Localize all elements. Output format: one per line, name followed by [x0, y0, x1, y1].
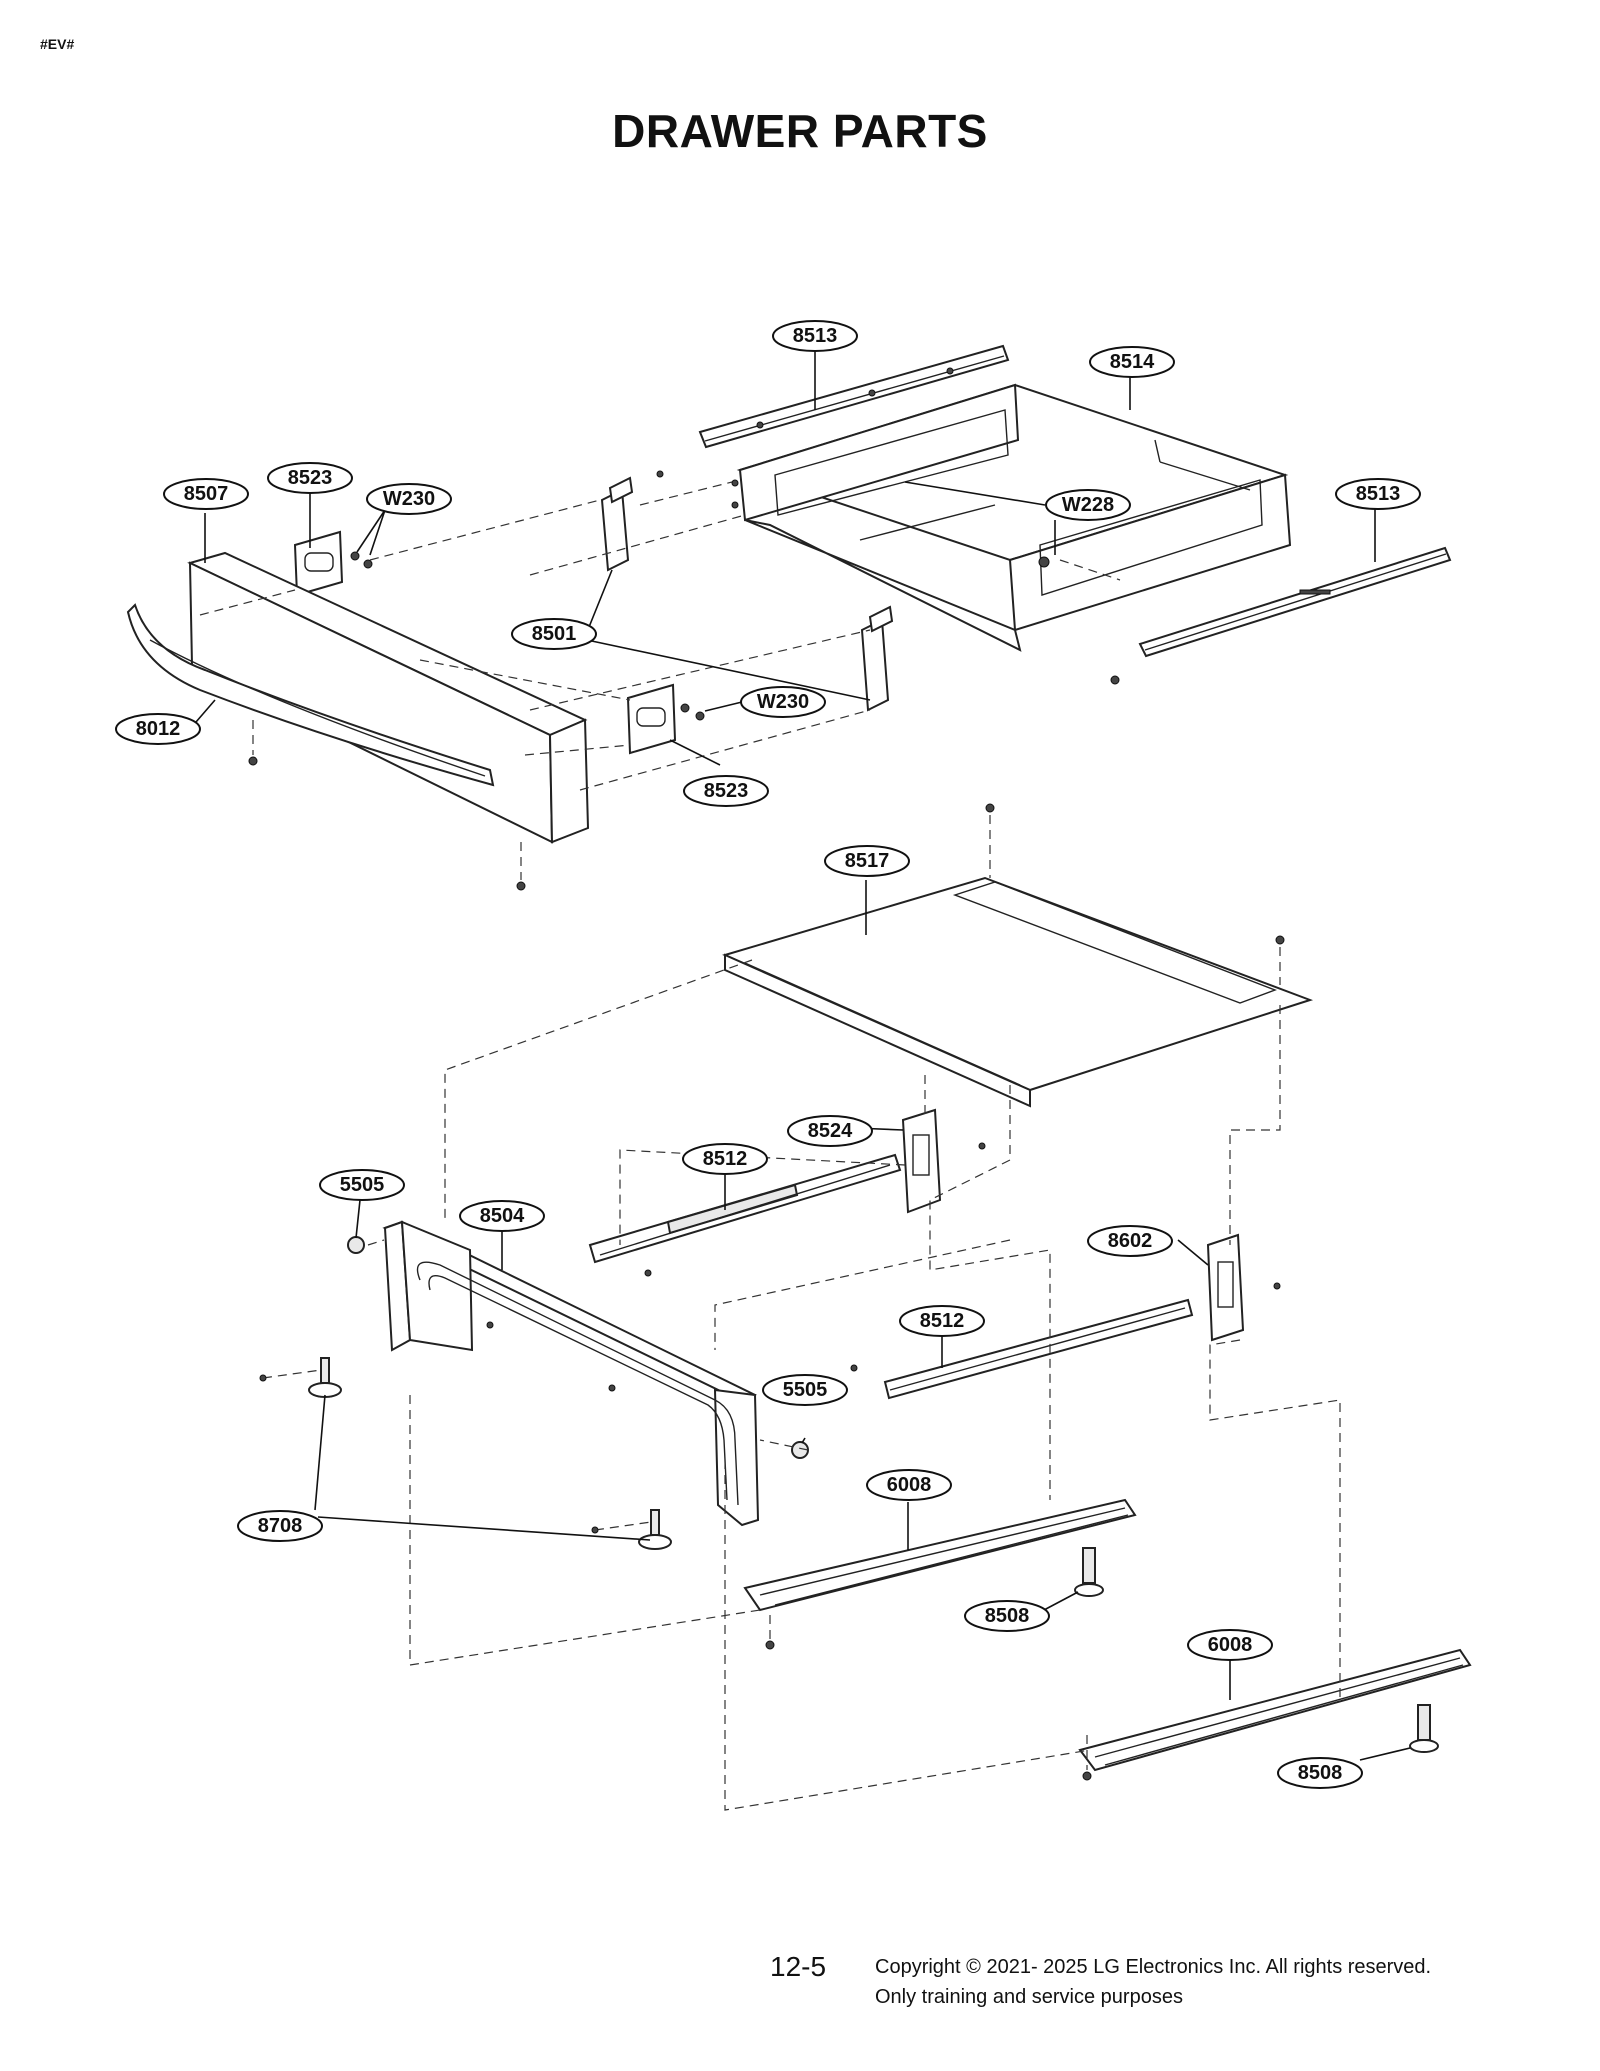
callout-w228: W228	[1045, 489, 1131, 521]
svg-text:W230: W230	[383, 488, 435, 510]
callout-8523-lower: 8523	[683, 775, 769, 807]
base-rail-lower-part	[1078, 1648, 1472, 1772]
right-slide-rail-part	[1138, 546, 1452, 658]
svg-text:8512: 8512	[920, 1310, 965, 1332]
leg-upper-part	[1074, 1547, 1104, 1597]
svg-text:8517: 8517	[845, 850, 890, 872]
callout-8504: 8504	[459, 1200, 545, 1232]
alignment-lines-upper	[199, 479, 1121, 880]
screw-bracket-left	[978, 1142, 986, 1150]
drawer-slide-right-part	[883, 1298, 1194, 1400]
drawer-bracket-upper-part	[600, 476, 634, 572]
svg-text:5505: 5505	[340, 1174, 385, 1196]
screw-tub-a	[656, 470, 664, 478]
screw-tub-b	[731, 479, 739, 487]
base-rail-upper-part	[743, 1498, 1137, 1612]
screw-cover-a	[985, 803, 995, 813]
callout-8517: 8517	[824, 845, 910, 877]
copyright-line-2: Only training and service purposes	[875, 1986, 1183, 2008]
callout-8513-top: 8513	[772, 320, 858, 352]
svg-text:8602: 8602	[1108, 1230, 1153, 1252]
screw-rail-upper	[765, 1640, 775, 1650]
screw-tub-right	[1110, 675, 1120, 685]
drawer-slide-left-part	[588, 1153, 902, 1264]
leader-lines	[195, 351, 1411, 1761]
callout-8512-lower: 8512	[899, 1305, 985, 1337]
copyright-line-1: Copyright © 2021- 2025 LG Electronics In…	[875, 1956, 1432, 1978]
screw-foot-right	[591, 1526, 599, 1534]
svg-text:8524: 8524	[808, 1120, 853, 1142]
screw-front-bottom	[516, 881, 526, 891]
callout-8501: 8501	[511, 618, 597, 650]
drawer-tub-part	[736, 383, 1292, 652]
screw-slide-left	[644, 1269, 652, 1277]
copyright-notice: Copyright © 2021- 2025 LG Electronics In…	[875, 1952, 1431, 2012]
svg-text:6008: 6008	[1208, 1634, 1253, 1656]
screw-frame-a	[486, 1321, 494, 1329]
svg-text:8504: 8504	[480, 1205, 525, 1227]
screw-rail-lower	[1082, 1771, 1092, 1781]
callout-8012: 8012	[115, 713, 201, 745]
slide-bracket-left-part	[901, 1108, 942, 1214]
callout-6008-upper: 6008	[866, 1469, 952, 1501]
svg-text:5505: 5505	[783, 1379, 828, 1401]
bushing-left-part	[347, 1236, 365, 1254]
svg-text:8514: 8514	[1110, 351, 1155, 373]
screw-front-left	[248, 756, 258, 766]
callout-5505-right: 5505	[762, 1374, 848, 1406]
drawer-handle-part	[126, 603, 495, 787]
page-title: DRAWER PARTS	[612, 105, 988, 157]
callout-8512-upper: 8512	[682, 1143, 768, 1175]
screw-tub-c	[731, 501, 739, 509]
callout-8514: 8514	[1089, 346, 1175, 378]
hinge-plate-lower-part	[626, 683, 705, 755]
svg-text:8507: 8507	[184, 483, 229, 505]
slide-bracket-right-part	[1206, 1233, 1245, 1342]
screw-bracket-right	[1273, 1282, 1281, 1290]
page-number: 12-5	[770, 1951, 827, 1982]
callout-5505-left: 5505	[319, 1169, 405, 1201]
document-code: #EV#	[40, 36, 75, 52]
callout-8508-upper: 8508	[964, 1600, 1050, 1632]
hinge-plate-upper-part	[293, 530, 373, 597]
svg-text:8513: 8513	[793, 325, 838, 347]
svg-text:8508: 8508	[985, 1605, 1030, 1627]
callout-w230-upper: W230	[366, 483, 452, 515]
svg-text:8513: 8513	[1356, 483, 1401, 505]
svg-text:W228: W228	[1062, 494, 1114, 516]
callout-8602: 8602	[1087, 1225, 1173, 1257]
screw-foot-left	[259, 1374, 267, 1382]
svg-text:8501: 8501	[532, 623, 577, 645]
drawer-bracket-lower-part	[860, 605, 894, 712]
svg-text:8012: 8012	[136, 718, 181, 740]
callout-8508-lower: 8508	[1277, 1757, 1363, 1789]
svg-text:8523: 8523	[704, 780, 749, 802]
top-slide-rail-part	[698, 344, 1010, 449]
callout-8524: 8524	[787, 1115, 873, 1147]
leveling-foot-right-part	[638, 1509, 672, 1550]
top-cover-plate-part	[722, 876, 1314, 1108]
drawer-frame-part	[382, 1220, 760, 1527]
screw-cover-b	[1275, 935, 1285, 945]
svg-text:W230: W230	[757, 691, 809, 713]
callout-8708: 8708	[237, 1510, 323, 1542]
leg-lower-part	[1409, 1704, 1439, 1753]
svg-text:8508: 8508	[1298, 1762, 1343, 1784]
svg-text:8512: 8512	[703, 1148, 748, 1170]
leveling-foot-left-part	[308, 1357, 342, 1398]
alignment-lines-lower	[262, 959, 1341, 1811]
svg-text:6008: 6008	[887, 1474, 932, 1496]
callout-8513-right: 8513	[1335, 478, 1421, 510]
svg-text:8708: 8708	[258, 1515, 303, 1537]
callout-8523-upper: 8523	[267, 462, 353, 494]
callout-w230-lower: W230	[740, 686, 826, 718]
callout-6008-lower: 6008	[1187, 1629, 1273, 1661]
screw-slide-right	[850, 1364, 858, 1372]
svg-text:8523: 8523	[288, 467, 333, 489]
screw-frame-b	[608, 1384, 616, 1392]
screw-w228	[1038, 556, 1050, 568]
callout-8507: 8507	[163, 478, 249, 510]
